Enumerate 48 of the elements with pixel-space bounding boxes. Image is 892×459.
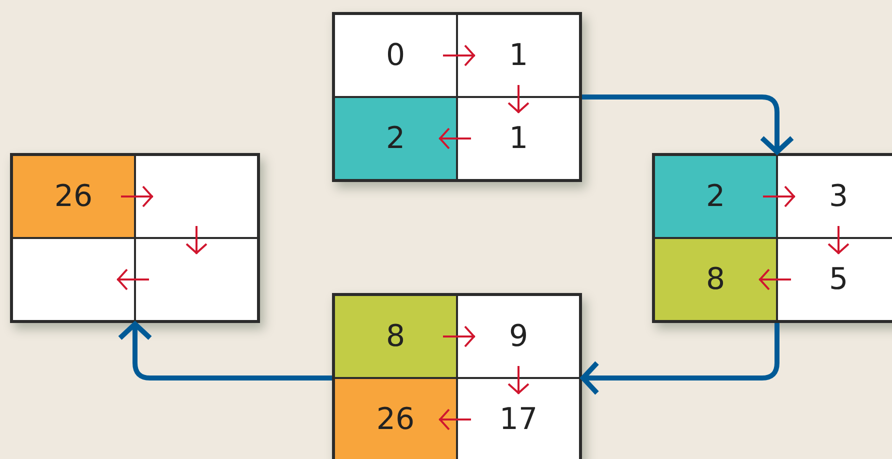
arrow bbox=[828, 226, 850, 254]
cell-value: 26 bbox=[376, 404, 415, 434]
cell-value: 1 bbox=[508, 40, 528, 70]
grid-cell bbox=[335, 98, 456, 179]
cell-value: 17 bbox=[499, 404, 538, 434]
cell-value: 5 bbox=[828, 264, 848, 294]
grid-cell bbox=[458, 379, 579, 459]
cell-value: 1 bbox=[508, 124, 528, 154]
grid-cell bbox=[335, 15, 456, 96]
grid-table bbox=[332, 293, 582, 459]
grid-cell bbox=[655, 239, 776, 320]
cell-value: 8 bbox=[386, 322, 406, 352]
cell-value: 3 bbox=[828, 182, 848, 212]
cell-value: 2 bbox=[386, 124, 406, 154]
arrow bbox=[118, 322, 332, 380]
grid-cell bbox=[136, 239, 257, 320]
grid-cell bbox=[458, 296, 579, 377]
grid-table bbox=[652, 153, 892, 323]
arrow bbox=[439, 128, 471, 150]
grid-table bbox=[10, 153, 260, 323]
grid-cell bbox=[778, 156, 892, 237]
cell-value: 0 bbox=[386, 40, 406, 70]
grid-cell bbox=[458, 98, 579, 179]
arrow bbox=[582, 94, 794, 154]
arrow bbox=[508, 85, 530, 113]
arrow bbox=[763, 186, 795, 208]
grid-cell bbox=[13, 156, 134, 237]
cell-value: 9 bbox=[508, 322, 528, 352]
grid-cell bbox=[335, 379, 456, 459]
grid-cell bbox=[136, 156, 257, 237]
grid-cell bbox=[13, 239, 134, 320]
grid-cell bbox=[335, 296, 456, 377]
arrow bbox=[443, 44, 475, 66]
arrow bbox=[443, 326, 475, 348]
cell-value: 26 bbox=[54, 182, 93, 212]
grid-cell bbox=[458, 15, 579, 96]
arrow bbox=[121, 186, 153, 208]
grid-cell bbox=[655, 156, 776, 237]
arrow bbox=[117, 268, 149, 290]
arrow bbox=[186, 226, 208, 254]
grid-table bbox=[332, 12, 582, 182]
arrow bbox=[439, 408, 471, 430]
cell-value: 8 bbox=[706, 264, 726, 294]
arrow bbox=[508, 366, 530, 394]
arrow bbox=[759, 268, 791, 290]
arrow bbox=[580, 323, 780, 396]
cell-value: 2 bbox=[706, 182, 726, 212]
grid-cell bbox=[778, 239, 892, 320]
